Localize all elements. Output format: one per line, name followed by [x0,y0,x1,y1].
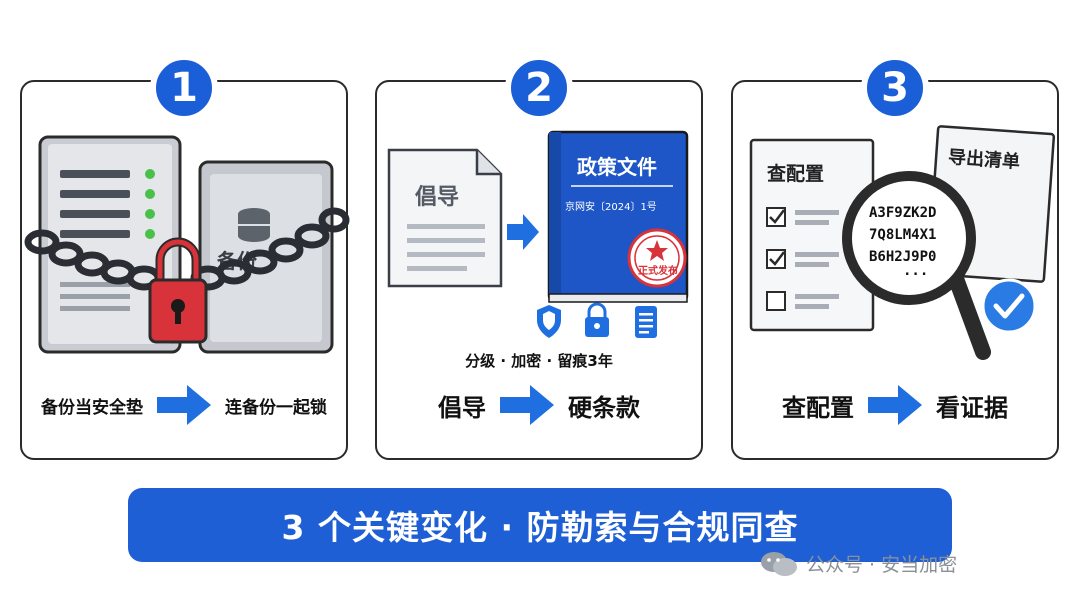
panel-evidence: 导出清单 查配置 [731,80,1059,460]
checked-checkbox-icon [766,249,786,269]
log-document-icon [635,306,657,338]
caption-row-1: 备份当安全垫 连备份一起锁 [22,380,346,430]
stamp-text: 正式发布 [638,264,678,277]
watermark: 公众号 · 安当加密 [760,550,957,577]
watermark-text: 公众号 · 安当加密 [806,554,958,576]
caption-row-3: 查配置 看证据 [733,380,1057,430]
small-right-arrow-icon [507,214,539,250]
caption-to: 看证据 [936,393,1008,422]
advocacy-doc-label: 倡导 [414,185,459,210]
caption-from: 备份当安全垫 [41,397,143,418]
server-backup-chained-illustration: 备份 [24,135,350,354]
book-subtitle: 京网安〔2024〕1号 [565,200,657,213]
code-line-3: B6H2J9P0 [869,249,936,265]
caption-to: 连备份一起锁 [225,397,327,418]
checklist-title: 查配置 [766,162,824,185]
step-number-3: 3 [863,56,927,120]
right-arrow-icon [157,385,211,425]
code-line-1: A3F9ZK2D [869,205,936,221]
export-list-title: 导出清单 [947,146,1020,173]
right-arrow-icon [868,385,922,425]
code-line-2: 7Q8LM4X1 [869,227,936,243]
chain-icon [24,207,350,291]
summary-banner: 3 个关键变化 · 防勒索与合规同查 [128,488,952,562]
backup-safe-icon: 备份 [198,160,334,354]
panel-backup-locked: 备份 备份当安全垫 连备份一起锁 [20,80,350,460]
step-number-1: 1 [152,56,216,120]
checked-checkbox-icon [766,207,786,227]
padlock-icon [148,237,208,344]
lock-icon [585,302,609,337]
caption-from: 倡导 [438,393,486,422]
book-title: 政策文件 [577,155,657,179]
check-circle-icon [981,278,1037,334]
document-icon: 倡导 [387,148,503,288]
right-arrow-icon [500,385,554,425]
caption-from: 查配置 [782,393,854,422]
feature-captions: 分级 · 加密 · 留痕3年 [465,352,613,370]
empty-checkbox-icon [766,291,786,311]
magnifier-icon: A3F9ZK2D 7Q8LM4X1 B6H2J9P0 ... [842,171,991,360]
server-icon [38,135,182,354]
shield-icon [537,305,561,338]
checklist-document-icon: 查配置 [749,138,875,332]
official-stamp-icon: 正式发布 [627,228,687,288]
wechat-icon [761,551,797,576]
caption-row-2: 倡导 硬条款 [377,380,701,430]
caption-to: 硬条款 [568,393,640,422]
step-number-2: 2 [507,56,571,120]
config-check-evidence-illustration: 导出清单 查配置 [749,125,1056,360]
advocacy-to-policy-illustration: 倡导 政策文件 京网安〔2024〕1号 正式发布 [387,130,689,338]
panel-policy: 倡导 政策文件 京网安〔2024〕1号 正式发布 [375,80,703,460]
code-line-4: ... [903,263,928,279]
